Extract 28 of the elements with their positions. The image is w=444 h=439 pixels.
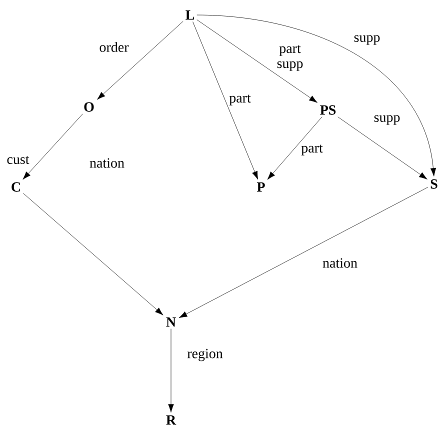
arrow — [192, 22, 258, 180]
arrow — [23, 193, 164, 316]
edge-label: region — [187, 348, 223, 362]
arrow — [22, 114, 83, 180]
node-letter: P — [256, 182, 265, 192]
arrow — [168, 328, 174, 412]
arrow — [178, 187, 428, 318]
node-letter: L — [186, 10, 194, 20]
node-letter: R — [166, 415, 176, 425]
edge-label: nation — [90, 158, 124, 168]
node-letter: S — [430, 179, 438, 189]
arrow — [196, 20, 318, 103]
node-letter: C — [12, 182, 20, 192]
edge-label: part supp — [277, 45, 303, 71]
edge-label: part — [301, 144, 323, 156]
edge-label: cust — [7, 156, 30, 164]
edge-label: supp — [354, 35, 380, 45]
edge-label: order — [100, 42, 129, 52]
edge-label: supp — [374, 115, 400, 125]
arrow — [97, 21, 184, 100]
node-letter: O — [84, 102, 94, 112]
arrow — [267, 116, 322, 180]
edge-label: part — [229, 94, 251, 106]
node-letter: PS — [320, 105, 336, 115]
node-letter: N — [166, 317, 176, 327]
edge-label: nation — [322, 258, 358, 268]
arrow — [338, 116, 428, 180]
arrow — [196, 14, 436, 176]
